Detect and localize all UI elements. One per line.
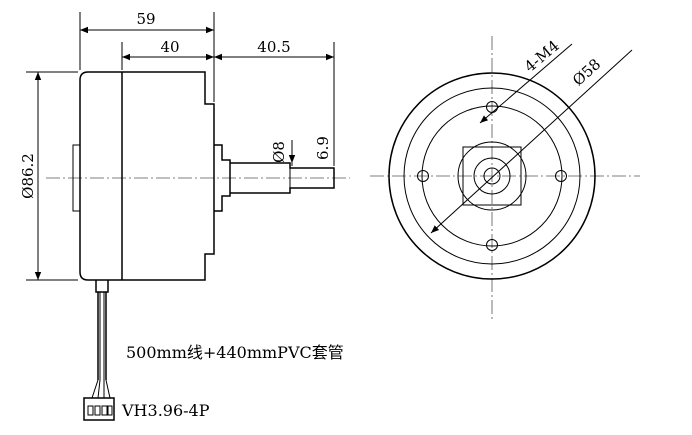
front-view: 4-M4 Ø58 <box>370 36 640 322</box>
connector-label: VH3.96-4P <box>121 401 210 420</box>
cable <box>91 280 111 399</box>
inner-housing-circle <box>403 87 581 265</box>
shaft <box>230 162 335 194</box>
leader-mount-holes <box>479 43 573 124</box>
shaft-circle <box>483 167 501 185</box>
bolt-circle <box>421 105 563 247</box>
dim-body-diameter: Ø86.2 <box>19 153 37 199</box>
dim-body-length: 40 <box>160 38 179 56</box>
motor-body <box>72 71 231 281</box>
dim-shaft-length: 40.5 <box>257 38 290 56</box>
side-view: 59 40 40.5 Ø86.2 Ø8 6.9 500mm线+440mmPVC套… <box>19 10 350 421</box>
leader-bolt-circle <box>430 49 633 234</box>
dim-overall-length: 59 <box>136 10 155 28</box>
boss-square <box>462 146 522 206</box>
dim-bolt-circle: Ø58 <box>569 55 604 89</box>
mount-hole-right <box>555 170 567 182</box>
mount-hole-bottom <box>486 239 498 251</box>
outer-housing-circle <box>388 72 596 280</box>
bearing-circle <box>473 157 511 195</box>
connector <box>83 397 115 421</box>
mount-hole-left <box>417 170 429 182</box>
cable-spec-label: 500mm线+440mmPVC套管 <box>126 343 344 362</box>
dim-shaft-flat: 6.9 <box>314 136 332 160</box>
boss-circle <box>457 141 527 211</box>
dim-shaft-diameter: Ø8 <box>270 141 288 163</box>
